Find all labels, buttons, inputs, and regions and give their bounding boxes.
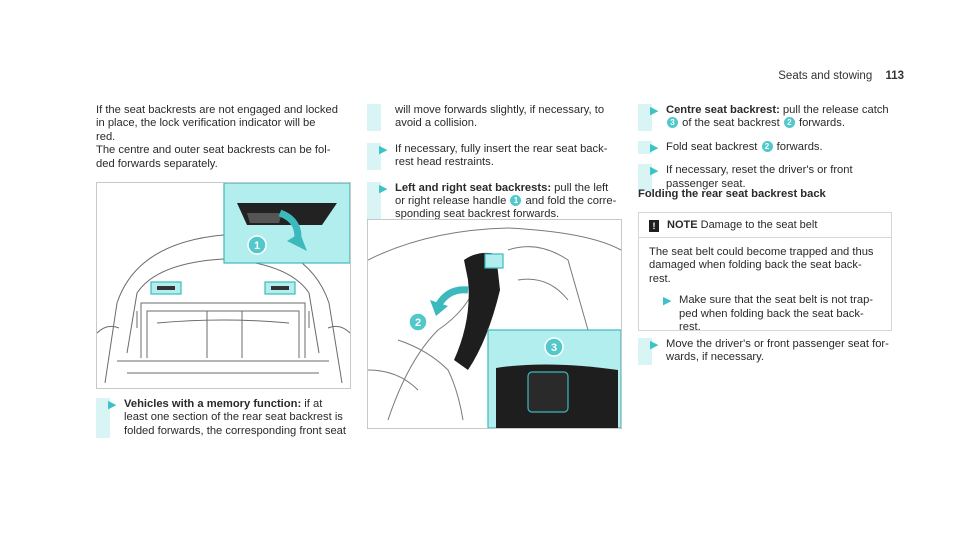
step-arrow-icon: ▶	[650, 105, 659, 117]
figure-seat: 2 3	[367, 219, 622, 429]
step-arrow-icon: ▶	[663, 295, 672, 308]
warning-icon: !	[649, 220, 659, 232]
step-text: will move forwards slightly, if necessar…	[395, 104, 605, 116]
step-text: If necessary, reset the driver's or fron…	[666, 164, 853, 177]
note-title: Damage to the seat belt	[697, 219, 818, 231]
step-memory: ▶ Vehicles with a memory function: if at…	[96, 398, 356, 439]
intro-line: in place, the lock verification indicato…	[96, 117, 316, 130]
step-arrow-icon: ▶	[379, 182, 388, 195]
step-text: or right release handle	[395, 195, 510, 208]
step-text: least one section of the rear seat backr…	[124, 411, 343, 424]
note-step-text: Make sure that the seat belt is not trap…	[679, 294, 874, 307]
step-text: of the seat backrest	[679, 117, 783, 130]
callout-2-label: 2	[415, 317, 421, 329]
step-bar	[638, 164, 652, 192]
step-text: Fold seat backrest	[666, 140, 761, 153]
step-text: if at	[301, 398, 323, 410]
step-bar	[367, 142, 381, 170]
callout-2-marker: 2	[761, 140, 773, 152]
step-title: Vehicles with a memory function:	[124, 398, 302, 410]
callout-2-marker: 2	[783, 117, 795, 129]
callout-2	[408, 312, 428, 332]
step-title: Left and right seat backrests:	[395, 181, 552, 194]
page-number: 113	[885, 70, 904, 82]
step-bar	[367, 104, 381, 131]
step-text: pull the release catch	[779, 104, 889, 116]
step-bar	[638, 338, 652, 365]
seat-illustration: 2 3	[368, 227, 621, 428]
note-text: The seat belt could become trapped and t…	[649, 246, 874, 258]
page-header: Seats and stowing 113	[778, 70, 904, 82]
intro-line: ded forwards separately.	[96, 157, 218, 170]
section-title: Seats and stowing	[778, 70, 873, 82]
step-arrow-icon: ▶	[379, 143, 388, 156]
note-box: ! NOTE Damage to the seat belt The seat b…	[638, 212, 892, 333]
step-bar	[638, 104, 652, 131]
column-3: ▶ Centre seat backrest: pull the release…	[638, 104, 900, 192]
note-text: damaged when folding back the seat back-	[649, 259, 862, 272]
note-text: rest.	[649, 272, 671, 285]
step-bar	[367, 181, 381, 222]
step-text: forwards.	[773, 140, 823, 153]
note-label: NOTE	[667, 219, 698, 231]
step-title: Centre seat backrest:	[666, 104, 780, 116]
note-body: The seat belt could become trapped and t…	[639, 238, 891, 342]
intro-text: If the seat backrests are not engaged an…	[96, 104, 356, 171]
step-text: wards, if necessary.	[666, 351, 765, 364]
step-arrow-icon: ▶	[108, 399, 117, 411]
step-text: folded forwards, the corresponding front…	[124, 424, 347, 437]
step-text: forwards.	[795, 117, 845, 130]
step-text: sponding seat backrest forwards.	[395, 208, 560, 221]
step-text: avoid a collision.	[395, 117, 478, 130]
step-text: and fold the corre-	[522, 195, 617, 208]
step-bar	[638, 140, 652, 155]
boot-illustration: 1	[97, 183, 350, 384]
step-arrow-icon: ▶	[650, 339, 659, 351]
callout-1-label: 1	[254, 240, 260, 252]
intro-line: The centre and outer seat backrests can …	[96, 144, 331, 157]
step-bar	[96, 398, 110, 439]
step-text: pull the left	[551, 181, 609, 194]
step-move: ▶ Move the driver's or front passenger s…	[638, 338, 900, 365]
intro-line: If the seat backrests are not engaged an…	[96, 104, 338, 116]
callout-3-label: 3	[551, 342, 557, 354]
note-step-text: ped when folding back the seat back-	[679, 307, 864, 320]
step-text: Move the driver's or front passenger sea…	[666, 338, 889, 350]
note-step-text: rest.	[679, 321, 701, 334]
subheading: Folding the rear seat backrest back	[638, 188, 826, 200]
step-arrow-icon: ▶	[650, 165, 659, 178]
folded-backrest-shape	[454, 252, 500, 370]
callout-3-marker: 3	[667, 117, 678, 129]
step-text: rest head restraints.	[395, 156, 494, 169]
column-2: will move forwards slightly, if necessar…	[367, 104, 629, 222]
step-arrow-icon: ▶	[650, 141, 659, 154]
intro-line: red.	[96, 130, 116, 143]
figure-boot: 1	[96, 182, 351, 389]
callout-1	[247, 235, 267, 255]
callout-1-marker: 1	[510, 195, 522, 207]
step-text: passenger seat.	[666, 177, 746, 190]
callout-3	[544, 337, 564, 357]
note-header: ! NOTE Damage to the seat belt	[639, 213, 891, 238]
step-text: If necessary, fully insert the rear seat…	[395, 142, 608, 155]
